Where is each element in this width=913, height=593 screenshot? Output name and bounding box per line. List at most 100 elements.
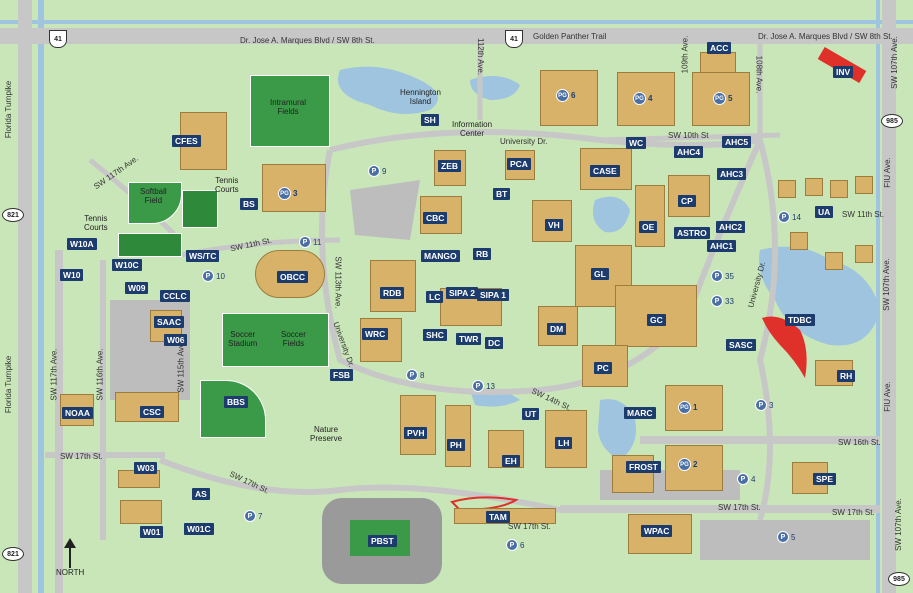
label-eh[interactable]: EH bbox=[502, 455, 520, 467]
building-pg2[interactable] bbox=[665, 445, 723, 491]
label-marc[interactable]: MARC bbox=[624, 407, 656, 419]
label-sh[interactable]: SH bbox=[421, 114, 439, 126]
label-mango[interactable]: MANGO bbox=[421, 250, 460, 262]
label-w09[interactable]: W09 bbox=[125, 282, 149, 294]
building-lh[interactable] bbox=[545, 410, 587, 468]
label-pc[interactable]: PC bbox=[594, 362, 612, 374]
label-tdbc[interactable]: TDBC bbox=[785, 314, 815, 326]
building-pg4[interactable] bbox=[617, 72, 675, 126]
building-cfes[interactable] bbox=[180, 112, 227, 170]
label-rh[interactable]: RH bbox=[837, 370, 856, 382]
label-wc[interactable]: WC bbox=[626, 137, 647, 149]
label-as[interactable]: AS bbox=[192, 488, 210, 500]
label-ahc3[interactable]: AHC3 bbox=[717, 168, 747, 180]
label-frost[interactable]: FROST bbox=[626, 461, 661, 473]
label-w01[interactable]: W01 bbox=[140, 526, 164, 538]
building-acc[interactable] bbox=[700, 52, 736, 74]
label-case[interactable]: CASE bbox=[590, 165, 620, 177]
label-gc[interactable]: GC bbox=[647, 314, 666, 326]
label-w03[interactable]: W03 bbox=[134, 462, 158, 474]
building-w01-block[interactable] bbox=[120, 500, 162, 524]
label-ahc2[interactable]: AHC2 bbox=[716, 221, 746, 233]
label-inv[interactable]: INV bbox=[833, 66, 854, 78]
label-pbst[interactable]: PBST bbox=[368, 535, 397, 547]
label-w10a[interactable]: W10A bbox=[67, 238, 97, 250]
building-ua-4[interactable] bbox=[855, 176, 873, 194]
label-shc[interactable]: SHC bbox=[423, 329, 447, 341]
building-ua-7[interactable] bbox=[855, 245, 873, 263]
building-ua-6[interactable] bbox=[825, 252, 843, 270]
building-ua-5[interactable] bbox=[790, 232, 808, 250]
label-cclc[interactable]: CCLC bbox=[160, 290, 190, 302]
label-ahc4[interactable]: AHC4 bbox=[674, 146, 704, 158]
label-oe[interactable]: OE bbox=[639, 221, 658, 233]
building-rdb[interactable] bbox=[370, 260, 416, 312]
label-pca[interactable]: PCA bbox=[507, 158, 531, 170]
label-cfes[interactable]: CFES bbox=[172, 135, 201, 147]
label-ut[interactable]: UT bbox=[522, 408, 540, 420]
label-ph[interactable]: PH bbox=[447, 439, 465, 451]
label-obcc[interactable]: OBCC bbox=[277, 271, 309, 283]
label-bt[interactable]: BT bbox=[493, 188, 511, 200]
label-ws-tc[interactable]: WS/TC bbox=[186, 250, 220, 262]
label-astro[interactable]: ASTRO bbox=[674, 227, 710, 239]
label-fsb[interactable]: FSB bbox=[330, 369, 353, 381]
building-oe[interactable] bbox=[635, 185, 665, 247]
building-ua-3[interactable] bbox=[830, 180, 848, 198]
label-ahc1[interactable]: AHC1 bbox=[707, 240, 737, 252]
label-lc[interactable]: LC bbox=[426, 291, 444, 303]
building-wrc[interactable] bbox=[360, 318, 402, 362]
label-spe[interactable]: SPE bbox=[813, 473, 837, 485]
label-zeb[interactable]: ZEB bbox=[438, 160, 461, 172]
label-saac[interactable]: SAAC bbox=[154, 316, 185, 328]
building-ua-1[interactable] bbox=[778, 180, 796, 198]
building-pg6[interactable] bbox=[540, 70, 598, 126]
label-wrc[interactable]: WRC bbox=[362, 328, 389, 340]
label-dc[interactable]: DC bbox=[485, 337, 504, 349]
label-sasc[interactable]: SASC bbox=[726, 339, 756, 351]
label-tam[interactable]: TAM bbox=[486, 511, 510, 523]
label-w10c[interactable]: W10C bbox=[112, 259, 142, 271]
building-ph[interactable] bbox=[445, 405, 471, 467]
label-vh[interactable]: VH bbox=[545, 219, 563, 231]
building-pg1[interactable] bbox=[665, 385, 723, 431]
label-dm[interactable]: DM bbox=[547, 323, 567, 335]
label-cp[interactable]: CP bbox=[678, 195, 696, 207]
label-rb[interactable]: RB bbox=[473, 248, 492, 260]
label-twr[interactable]: TWR bbox=[456, 333, 482, 345]
label-sipa2[interactable]: SIPA 2 bbox=[446, 287, 478, 299]
label-sipa1[interactable]: SIPA 1 bbox=[477, 289, 509, 301]
label-w06[interactable]: W06 bbox=[164, 334, 188, 346]
label-noaa[interactable]: NOAA bbox=[62, 407, 94, 419]
label-wpac[interactable]: WPAC bbox=[641, 525, 673, 537]
building-dm[interactable] bbox=[538, 306, 578, 346]
label-gl[interactable]: GL bbox=[591, 268, 609, 280]
label-ua[interactable]: UA bbox=[815, 206, 834, 218]
label-bs[interactable]: BS bbox=[240, 198, 258, 210]
label-acc[interactable]: ACC bbox=[707, 42, 732, 54]
label-csc[interactable]: CSC bbox=[140, 406, 164, 418]
building-pg3[interactable] bbox=[262, 164, 326, 212]
label-lh[interactable]: LH bbox=[555, 437, 573, 449]
label-w01c[interactable]: W01C bbox=[184, 523, 214, 535]
label-bbs[interactable]: BBS bbox=[224, 396, 248, 408]
label-w10[interactable]: W10 bbox=[60, 269, 84, 281]
